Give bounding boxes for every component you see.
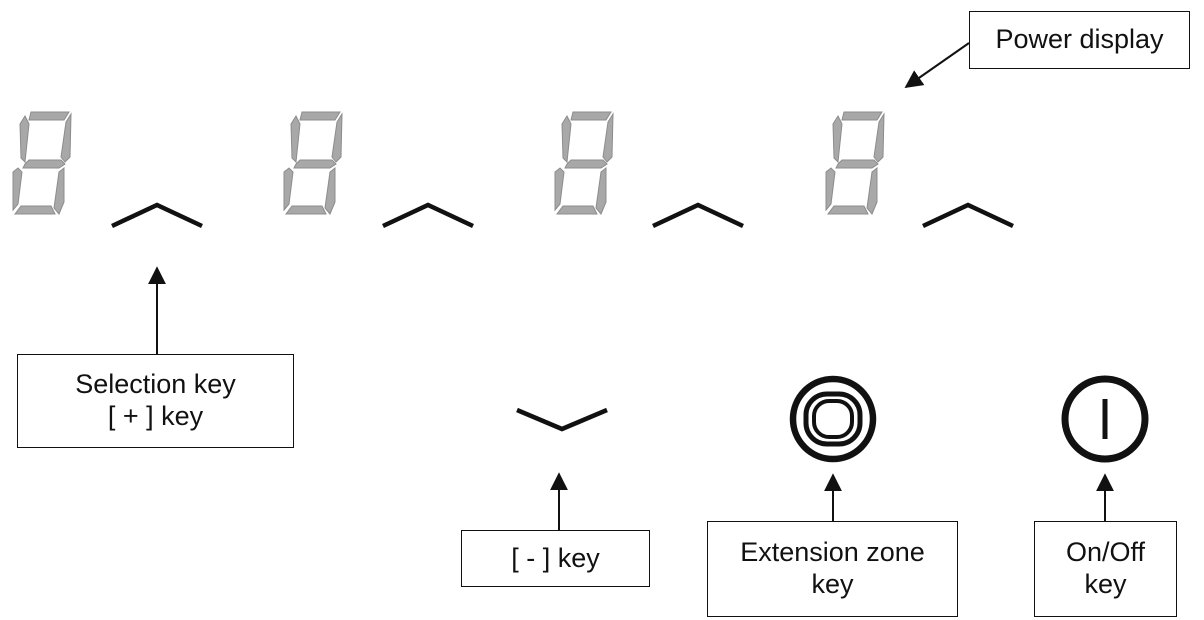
selection-key-label-line-1: Selection key <box>75 369 236 400</box>
extension-zone-key-icon[interactable] <box>789 375 877 463</box>
power-display-arrow <box>904 42 970 89</box>
minus-key-label-text: [ - ] key <box>511 542 600 573</box>
on-off-key-label-line-2: key <box>1084 569 1127 599</box>
extension-zone-key-label-line-2: key <box>811 569 854 599</box>
extension-zone-key-label: Extension zone key <box>707 521 958 617</box>
on-off-key-label: On/Off key <box>1034 521 1177 617</box>
seven-segment-8-icon <box>825 111 885 215</box>
seven-segment-8-icon <box>554 111 614 215</box>
on-off-key-label-line-1: On/Off <box>1065 537 1146 568</box>
zone-2-plus-key-icon[interactable] <box>382 202 474 229</box>
on-off-key-icon[interactable] <box>1061 375 1149 463</box>
seven-segment-8-icon <box>283 111 343 215</box>
zone-1-plus-key-icon[interactable] <box>111 202 203 229</box>
seven-segment-8-icon <box>12 111 72 215</box>
zone-4-plus-key-icon[interactable] <box>922 202 1014 229</box>
selection-key-label-line-2: [ + ] key <box>107 401 204 431</box>
minus-key-icon[interactable] <box>516 407 608 432</box>
extension-zone-key-label-line-1: Extension zone <box>740 537 925 568</box>
power-display-label: Power display <box>969 11 1190 69</box>
zone-2-display <box>283 111 343 215</box>
selection-key-label: Selection key [ + ] key <box>17 354 294 448</box>
zone-1-display <box>12 111 72 215</box>
power-display-label-text: Power display <box>995 24 1164 55</box>
zone-3-display <box>554 111 614 215</box>
zone-4-display <box>825 111 885 215</box>
zone-3-plus-key-icon[interactable] <box>652 202 744 229</box>
minus-key-label: [ - ] key <box>461 530 650 587</box>
